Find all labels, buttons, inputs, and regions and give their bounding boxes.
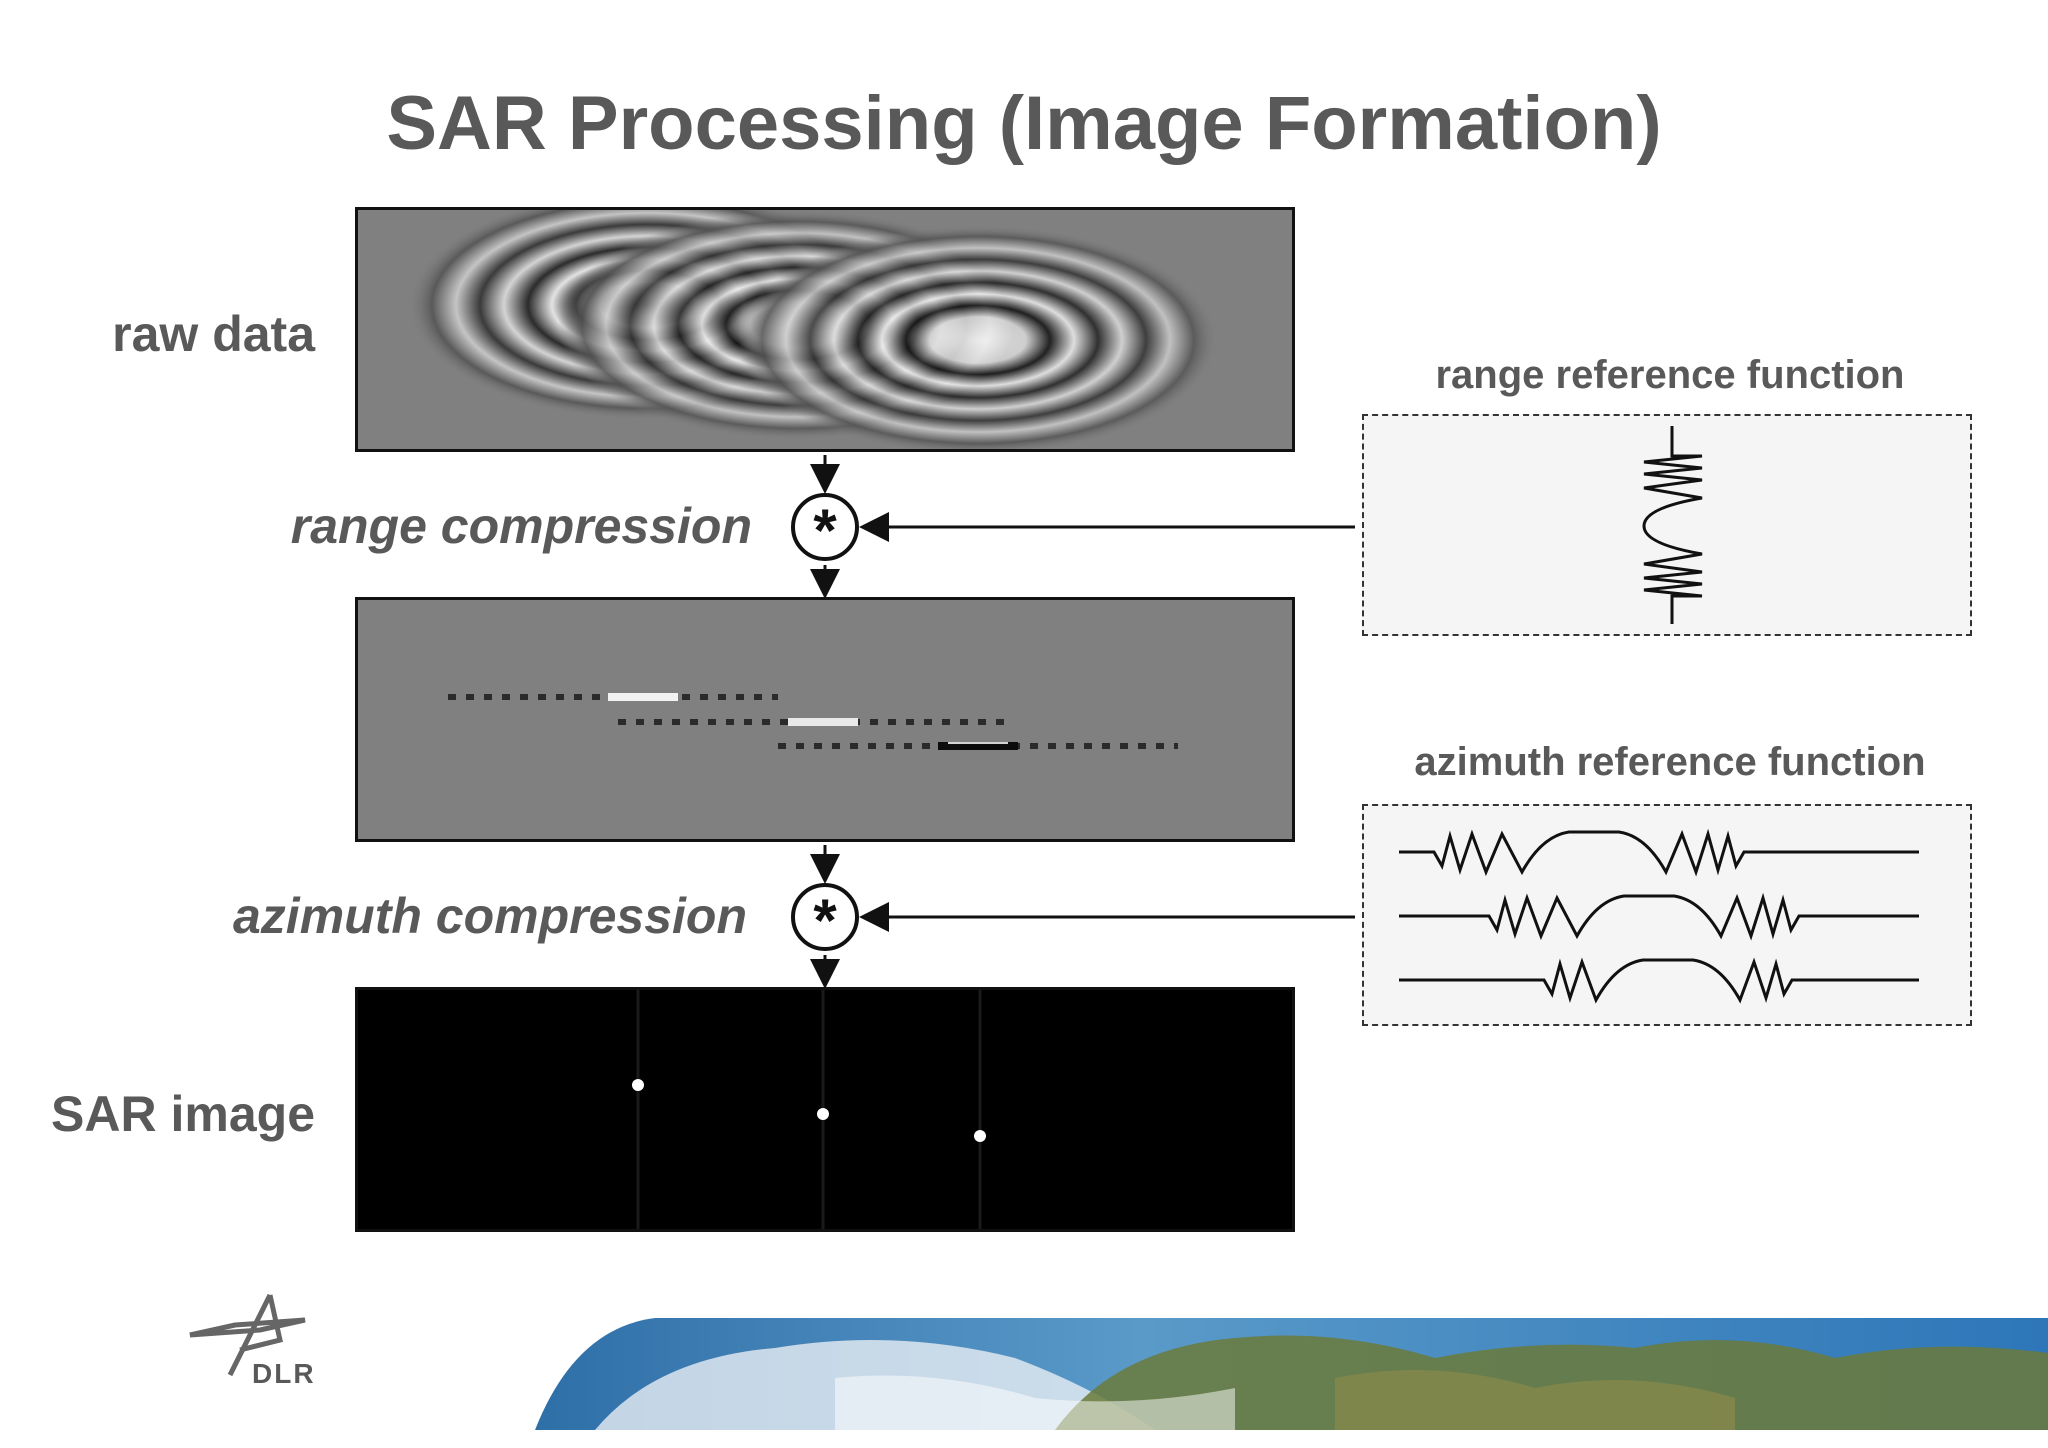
- label-raw-data: raw data: [112, 306, 315, 362]
- azimuth-convolution-operator: *: [791, 883, 859, 954]
- slide-title: SAR Processing (Image Formation): [386, 81, 1662, 166]
- range-chirp-plot: [1642, 426, 1703, 624]
- label-range-compression: range compression: [290, 498, 752, 554]
- azimuth-chirp-plot: [1399, 828, 1919, 1004]
- azimuth-reference-box: [1362, 804, 1972, 1026]
- dlr-logo-text: DLR: [252, 1358, 316, 1389]
- dlr-logo: [185, 1290, 315, 1385]
- azimuth-reference-label: azimuth reference function: [1414, 740, 1926, 784]
- earth-banner: [535, 1318, 2048, 1435]
- range-convolution-operator: *: [791, 493, 859, 564]
- sar-image-panel: [355, 987, 1295, 1232]
- raw-data-image: [408, 210, 1218, 449]
- label-azimuth-compression: azimuth compression: [233, 888, 747, 944]
- target-point-2: [817, 1108, 829, 1120]
- dlr-logo-mark: [189, 1293, 306, 1377]
- target-point-3: [974, 1130, 986, 1142]
- sar-image: [632, 990, 986, 1229]
- range-compressed-panel: [355, 597, 1295, 842]
- earth-image: [535, 1318, 2048, 1430]
- target-point-1: [632, 1079, 644, 1091]
- raw-data-panel: [355, 207, 1295, 452]
- range-reference-box: [1362, 414, 1972, 636]
- range-compressed-image: [448, 693, 1178, 750]
- label-sar-image: SAR image: [51, 1086, 315, 1142]
- range-reference-label: range reference function: [1435, 353, 1905, 397]
